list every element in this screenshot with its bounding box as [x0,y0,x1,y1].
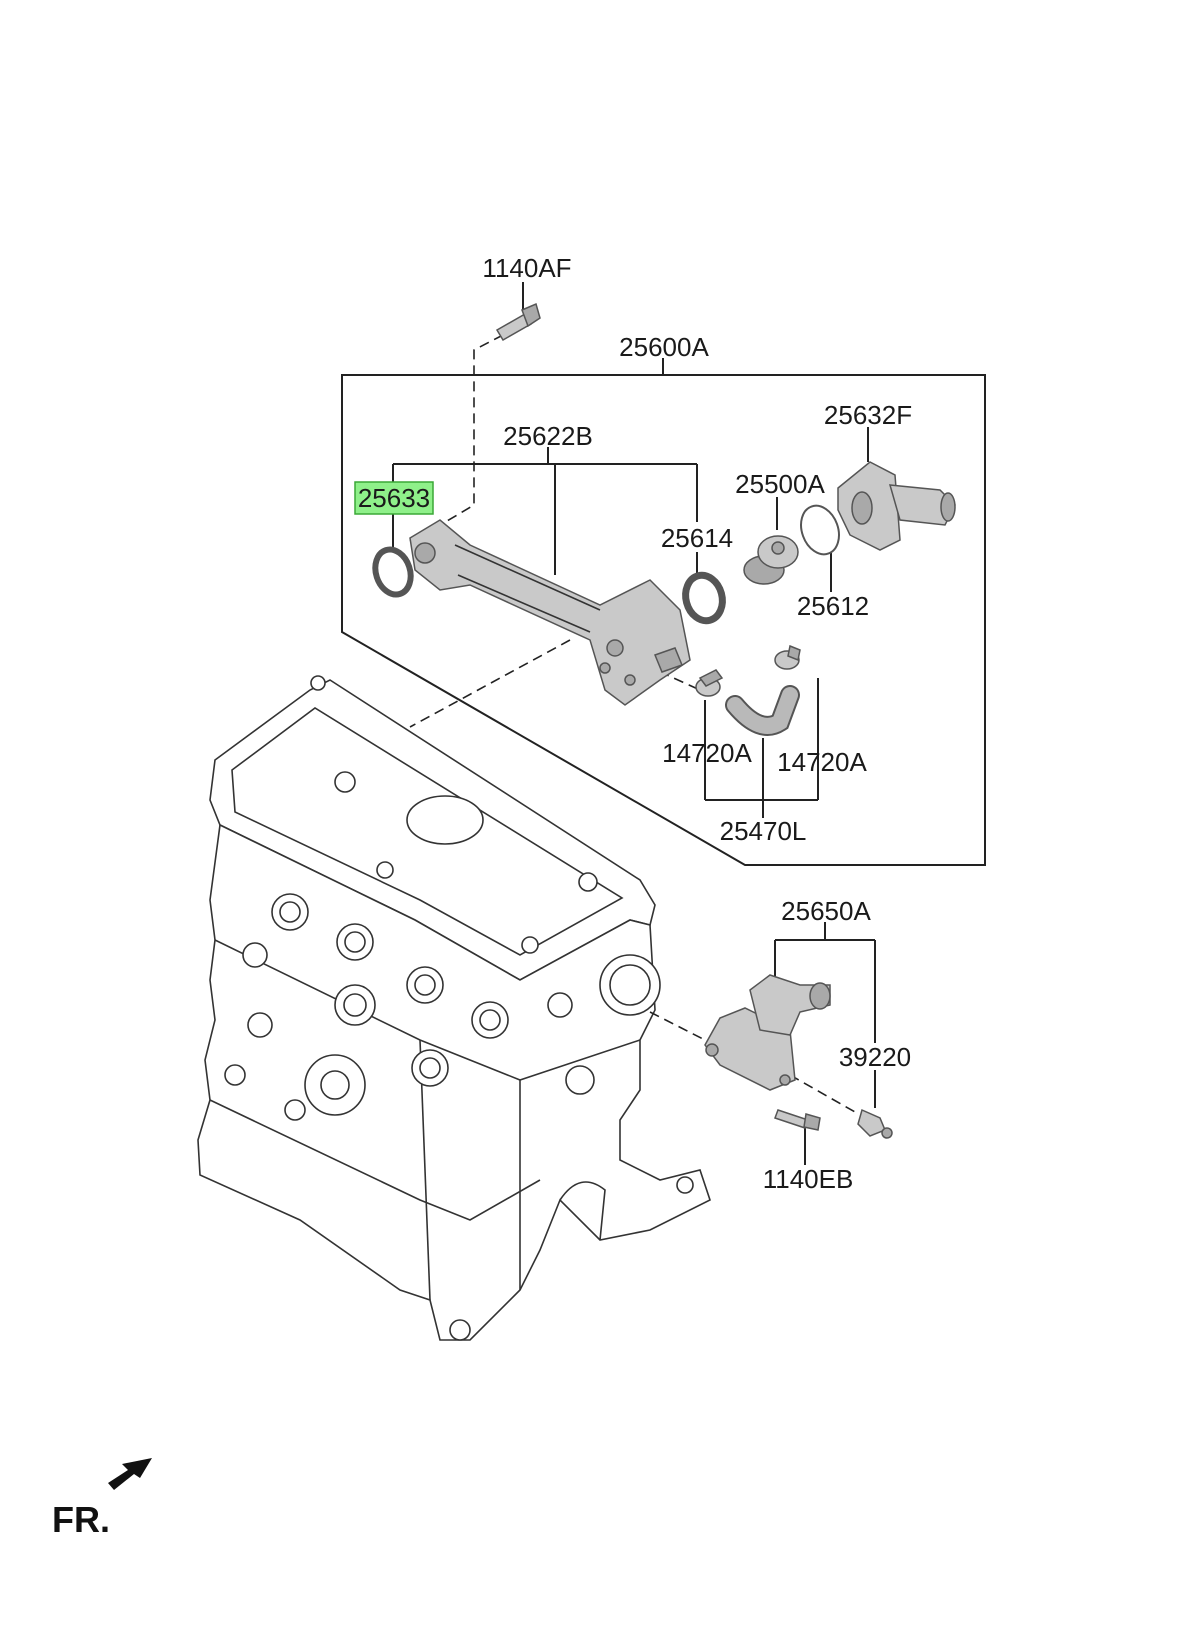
front-indicator: FR. [52,1458,152,1540]
label-25632F[interactable]: 25632F [824,400,912,430]
pipe-25622B [409,519,691,706]
oring-25633 [372,546,414,598]
sensor-39220 [857,1108,893,1139]
engine-block [197,675,711,1341]
highlight-25633 [354,481,434,515]
label-25633[interactable]: 25633 [358,483,430,513]
label-25600A[interactable]: 25600A [619,332,709,362]
label-25650A[interactable]: 25650A [781,896,871,926]
label-39220[interactable]: 39220 [839,1042,911,1072]
label-1140EB[interactable]: 1140EB [763,1164,854,1194]
thermostat-25500A [743,535,799,585]
label-25614[interactable]: 25614 [661,523,733,553]
oring-25612 [800,504,840,556]
label-14720A-left[interactable]: 14720A [662,738,752,768]
outlet-25650A [704,974,831,1091]
label-1140AF[interactable]: 1140AF [482,253,571,283]
housing-25632F [837,461,956,551]
clamp-14720A-left [695,669,724,697]
label-25500A[interactable]: 25500A [735,469,825,499]
label-25622B[interactable]: 25622B [503,421,593,451]
label-14720A-right[interactable]: 14720A [777,747,867,777]
assembly-boundary [341,374,986,866]
bolt-1140EB [774,1109,821,1131]
label-25470L[interactable]: 25470L [720,816,807,846]
hose-25470L [725,685,800,736]
bolt-1140AF [495,302,541,342]
label-25612[interactable]: 25612 [797,591,869,621]
front-label: FR. [52,1499,110,1540]
clamp-14720A-right [774,644,801,670]
ring-25614 [682,571,726,625]
arrow-left-down-icon [108,1458,152,1490]
